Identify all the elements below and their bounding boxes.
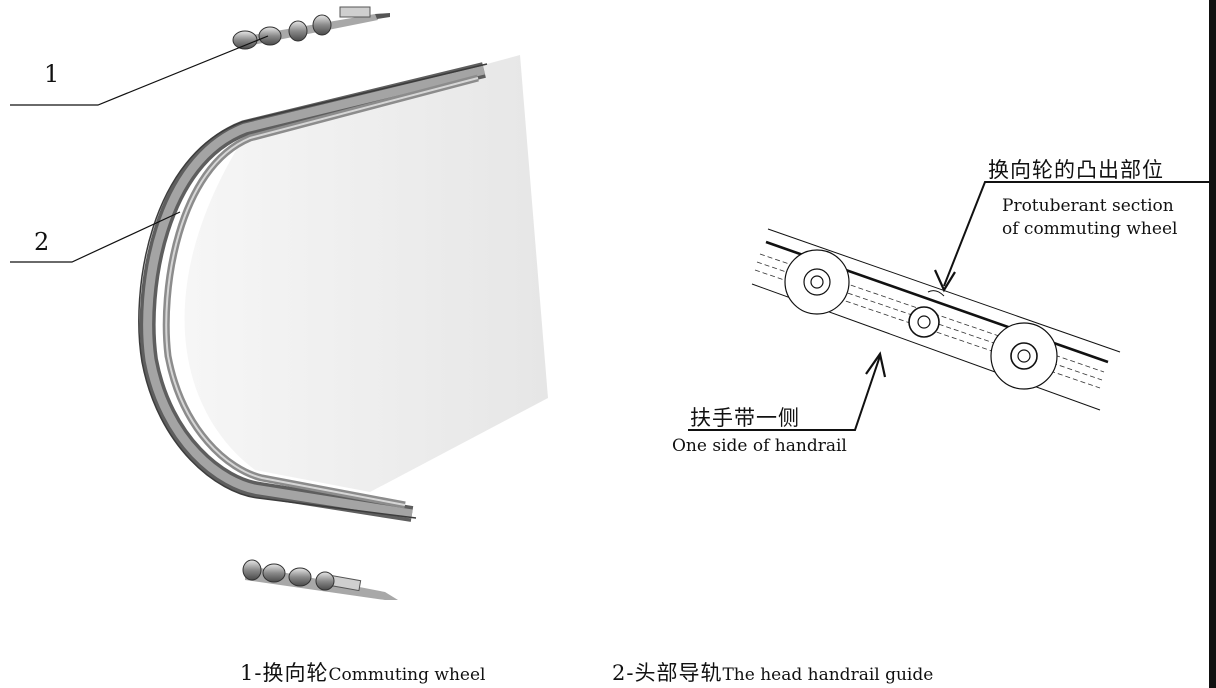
guide-rail-edge: [138, 63, 488, 519]
guide-panel: [184, 55, 548, 492]
detail-wheel-right: [990, 322, 1058, 390]
leader-line-1: [10, 35, 269, 106]
right-border: [1209, 0, 1216, 688]
annotation-arrows: [688, 181, 1213, 431]
leader-lines: [10, 35, 269, 263]
handrail-detail: [751, 228, 1121, 411]
protuberant-mark: [927, 290, 945, 297]
part-number-1: 1: [44, 60, 60, 88]
protuberant-arrowhead: [933, 269, 956, 293]
caption-item-2-cn: 2-头部导轨: [612, 661, 723, 685]
guide-rail-mid: [143, 65, 486, 519]
caption-item-2: 2-头部导轨The head handrail guide: [612, 657, 933, 687]
protuberant-label-cn: 换向轮的凸出部位: [988, 158, 1164, 182]
protuberant-label-en-2: of commuting wheel: [1002, 219, 1178, 239]
caption-item-1-cn: 1-换向轮: [240, 661, 329, 685]
caption-item-1: 1-换向轮Commuting wheel: [240, 657, 485, 687]
protuberant-label-en-1: Protuberant section: [1002, 196, 1174, 216]
handrail-label-cn: 扶手带一侧: [690, 406, 800, 430]
caption-item-2-en: The head handrail guide: [722, 665, 934, 685]
handrail-label-en: One side of handrail: [672, 436, 847, 456]
handrail-leader: [688, 355, 881, 431]
commuting-wheel-top: [232, 6, 390, 50]
caption-item-1-en: Commuting wheel: [328, 665, 486, 685]
detail-wheel-left: [784, 249, 850, 315]
guide-rail-highlight: [165, 77, 479, 506]
protuberant-leader: [943, 181, 1213, 287]
part-number-2: 2: [34, 228, 50, 256]
head-handrail-guide: [138, 55, 548, 522]
leader-line-2: [10, 211, 181, 263]
detail-wheel-middle: [908, 306, 940, 338]
commuting-wheel-bottom: [242, 559, 398, 600]
handrail-arrowhead: [865, 351, 887, 378]
